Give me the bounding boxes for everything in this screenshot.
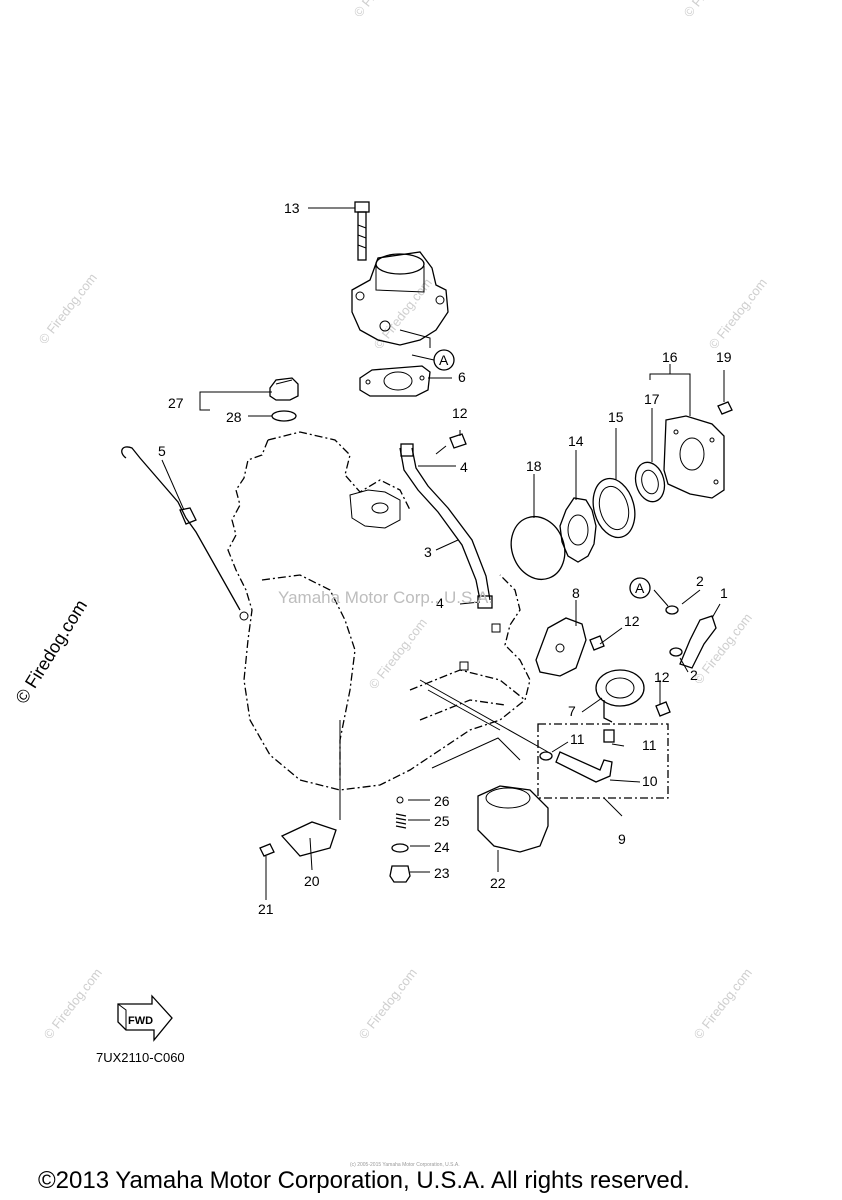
oil-filter-22: [477, 785, 549, 853]
kit-box-9: [537, 723, 669, 799]
oil-tank-housing: [351, 251, 449, 348]
fwd-arrow-icon: FWD: [117, 994, 173, 1042]
reference-mark-a-top: A: [433, 349, 455, 371]
clamp-2-bottom: [669, 647, 683, 657]
spring-25: [395, 813, 407, 829]
callout-2a: 2: [696, 573, 704, 589]
callout-4a: 4: [460, 459, 468, 475]
callout-7: 7: [568, 703, 576, 719]
callout-22: 22: [490, 875, 506, 891]
watermark-7: © Firedog.com: [356, 965, 420, 1042]
svg-text:A: A: [635, 580, 645, 596]
fwd-label: FWD: [128, 1015, 153, 1027]
leader-lines: [161, 207, 725, 900]
callout-17: 17: [644, 391, 660, 407]
watermark-top-1: © Firedog.com: [351, 0, 415, 20]
bolt-12-mid: [589, 635, 605, 651]
gasket-24: [391, 843, 409, 853]
hose-10: [539, 729, 615, 783]
callout-28: 28: [226, 409, 242, 425]
callout-25: 25: [434, 813, 450, 829]
bolt-12-right: [655, 701, 671, 717]
callout-16: 16: [662, 349, 678, 365]
part-code: 7UX2110-C060: [96, 1050, 185, 1065]
bolt-21: [259, 843, 275, 857]
callout-20: 20: [304, 873, 320, 889]
copyright-line: ©2013 Yamaha Motor Corporation, U.S.A. A…: [38, 1167, 690, 1194]
callout-3: 3: [424, 544, 432, 560]
callout-11a: 11: [570, 731, 585, 747]
pump-7: [595, 669, 645, 723]
hose-1: [665, 605, 717, 669]
clamp-11-right: [603, 729, 615, 743]
callout-12c: 12: [654, 669, 670, 685]
fine-print: (c) 2005-2015 Yamaha Motor Corporation, …: [350, 1162, 460, 1168]
callout-6: 6: [458, 369, 466, 385]
clamp-11-left: [539, 751, 553, 761]
oring-28: [271, 410, 297, 422]
callout-10: 10: [642, 773, 658, 789]
watermark-group: © Firedog.com © Firedog.com © Firedog.co…: [11, 0, 770, 1042]
callout-26: 26: [434, 793, 450, 809]
reference-mark-a-right: A: [629, 577, 651, 599]
ball-26: [396, 796, 404, 804]
callout-4b: 4: [436, 595, 444, 611]
callout-9: 9: [618, 831, 626, 847]
callout-23: 23: [434, 865, 450, 881]
screw-19: [717, 401, 733, 415]
bolt-12-top: [435, 433, 467, 455]
bolt-13: [354, 201, 370, 261]
callout-18: 18: [526, 458, 542, 474]
watermark-6: © Firedog.com: [41, 965, 105, 1042]
callout-labels: 1 2 2 3 4 4 5 6 7 8 9 10 11 11 12 12 12 …: [158, 200, 732, 917]
callout-1: 1: [720, 585, 728, 601]
watermark-top-2: © Firedog.com: [681, 0, 745, 20]
watermark-8: © Firedog.com: [691, 965, 755, 1042]
engine-block-outline: [227, 431, 531, 791]
plug-23: [389, 865, 411, 883]
watermark-1: © Firedog.com: [36, 270, 100, 347]
callout-13: 13: [284, 200, 300, 216]
callout-15: 15: [608, 409, 624, 425]
plate-20: [280, 720, 341, 857]
bracket-8: [535, 617, 587, 677]
watermark-3: © Firedog.com: [706, 275, 770, 352]
oil-pipe-3: [399, 443, 493, 609]
pump-cover-16: [663, 415, 725, 499]
callout-14: 14: [568, 433, 584, 449]
gasket-6: [359, 365, 431, 397]
callout-11b: 11: [642, 737, 657, 753]
seal-17: [634, 461, 666, 503]
watermark-side: © Firedog.com: [11, 596, 91, 707]
outer-rotor-15: [592, 477, 636, 539]
center-watermark: Yamaha Motor Corp., U.S.A.: [278, 588, 493, 607]
callout-24: 24: [434, 839, 450, 855]
callout-8: 8: [572, 585, 580, 601]
rotor-14: [559, 497, 597, 563]
watermark-5: © Firedog.com: [691, 610, 755, 687]
callout-27: 27: [168, 395, 184, 411]
oil-cap-27: [269, 377, 299, 401]
callout-12b: 12: [624, 613, 640, 629]
callout-19: 19: [716, 349, 732, 365]
svg-text:A: A: [439, 352, 449, 368]
callout-21: 21: [258, 901, 274, 917]
clamp-2-top: [665, 605, 679, 615]
callout-5: 5: [158, 443, 166, 459]
callout-2b: 2: [690, 667, 698, 683]
callout-12a: 12: [452, 405, 468, 421]
dipstick-5: [121, 446, 249, 621]
oring-18: [510, 515, 566, 581]
